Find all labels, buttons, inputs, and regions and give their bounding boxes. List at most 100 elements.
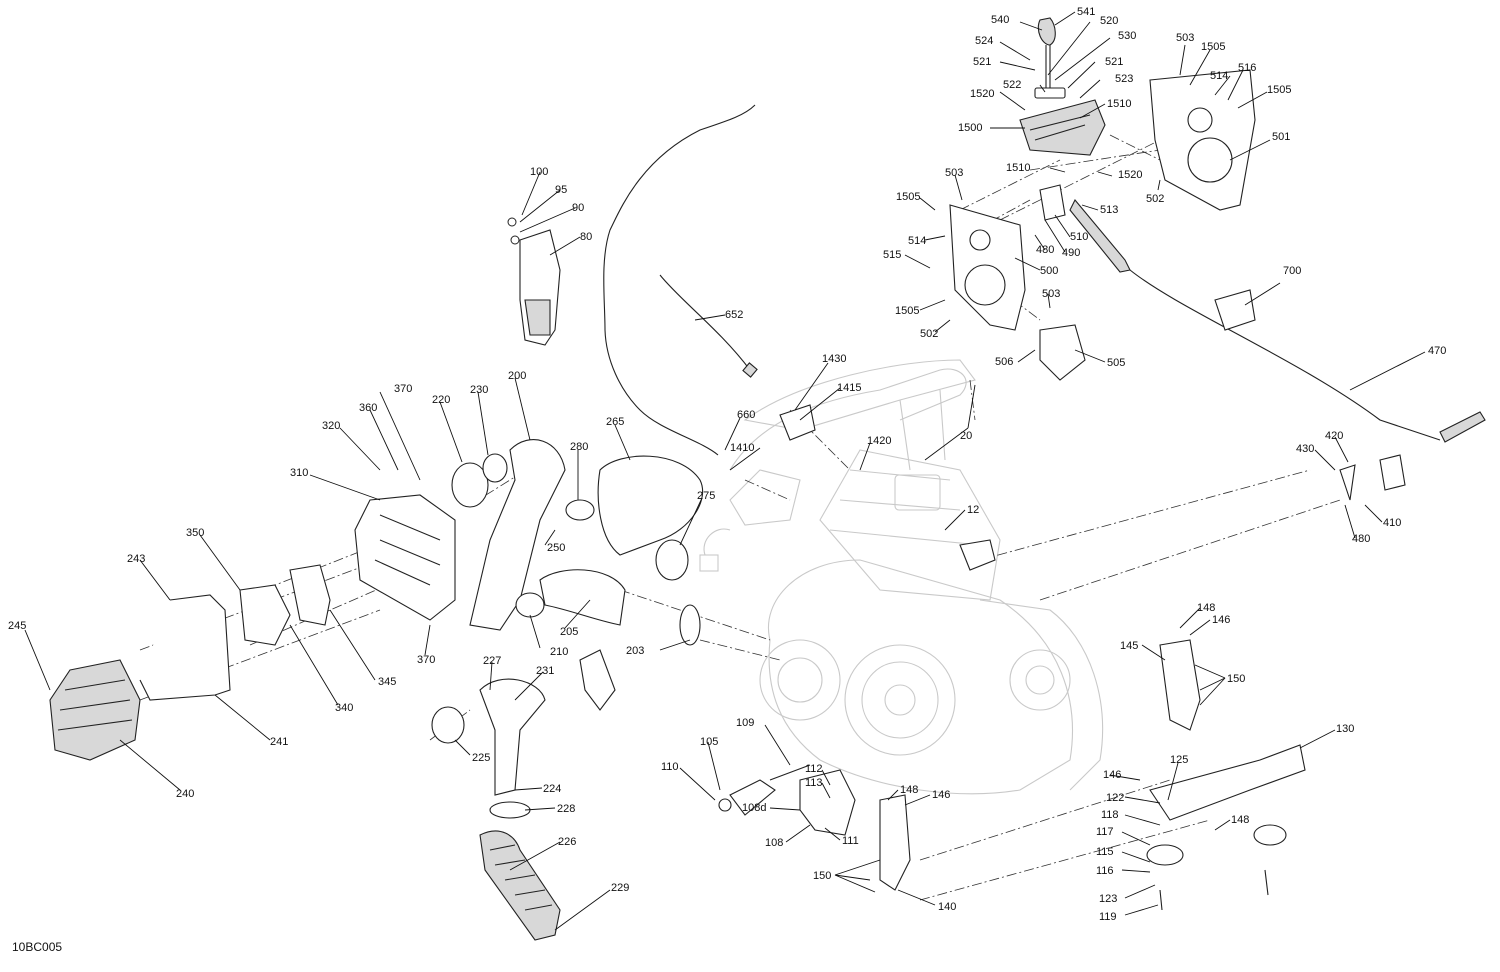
engine-ghost — [699, 359, 1104, 795]
callout-502: 502 — [1146, 193, 1164, 205]
callout-250: 250 — [547, 542, 565, 554]
callout-521: 521 — [973, 56, 991, 68]
callout-420: 420 — [1325, 430, 1343, 442]
callout-502: 502 — [920, 328, 938, 340]
callout-541: 541 — [1077, 6, 1095, 18]
callout-227: 227 — [483, 655, 501, 667]
callout-122: 122 — [1106, 792, 1124, 804]
callout-1505: 1505 — [896, 191, 920, 203]
callout-490: 490 — [1062, 247, 1080, 259]
callout-1505: 1505 — [1267, 84, 1291, 96]
callout-240: 240 — [176, 788, 194, 800]
callout-524: 524 — [975, 35, 993, 47]
callout-125: 125 — [1170, 754, 1188, 766]
callout-95: 95 — [555, 184, 567, 196]
callout-90: 90 — [572, 202, 584, 214]
callout-350: 350 — [186, 527, 204, 539]
callout-116: 116 — [1096, 865, 1114, 877]
callout-224: 224 — [543, 783, 561, 795]
callout-241: 241 — [270, 736, 288, 748]
callout-370: 370 — [417, 654, 435, 666]
callout-530: 530 — [1118, 30, 1136, 42]
callout-514: 514 — [1210, 70, 1228, 82]
callout-105: 105 — [700, 736, 718, 748]
callout-280: 280 — [570, 441, 588, 453]
callout-115: 115 — [1096, 846, 1114, 858]
lower-intake — [431, 678, 561, 941]
callout-226: 226 — [558, 836, 576, 848]
callout-205: 205 — [560, 626, 578, 638]
callout-100: 100 — [530, 166, 548, 178]
callout-506: 506 — [995, 356, 1013, 368]
callout-310: 310 — [290, 467, 308, 479]
callout-146: 146 — [1212, 614, 1230, 626]
callout-20: 20 — [960, 430, 972, 442]
callout-1510: 1510 — [1006, 162, 1030, 174]
callout-231: 231 — [536, 665, 554, 677]
callout-513: 513 — [1100, 204, 1118, 216]
callout-275: 275 — [697, 490, 715, 502]
callout-503: 503 — [1042, 288, 1060, 300]
callout-1510: 1510 — [1107, 98, 1131, 110]
callout-516: 516 — [1238, 62, 1256, 74]
throttle-cable — [603, 104, 758, 456]
callout-503: 503 — [1176, 32, 1194, 44]
callout-245: 245 — [8, 620, 26, 632]
callout-700: 700 — [1283, 265, 1301, 277]
callout-660: 660 — [737, 409, 755, 421]
callout-1410: 1410 — [730, 442, 754, 454]
callout-510: 510 — [1070, 231, 1088, 243]
callout-148: 148 — [1231, 814, 1249, 826]
callout-220: 220 — [432, 394, 450, 406]
callout-108: 108 — [765, 837, 783, 849]
callout-505: 505 — [1107, 357, 1125, 369]
callout-345: 345 — [378, 676, 396, 688]
callout-229: 229 — [611, 882, 629, 894]
callout-146: 146 — [1103, 769, 1121, 781]
callout-230: 230 — [470, 384, 488, 396]
callout-111: 111 — [842, 835, 859, 847]
callout-480: 480 — [1352, 533, 1370, 545]
callout-1520: 1520 — [970, 88, 994, 100]
callout-150: 150 — [813, 870, 831, 882]
callout-430: 430 — [1296, 443, 1314, 455]
callout-109: 109 — [736, 717, 754, 729]
callout-340: 340 — [335, 702, 353, 714]
callout-146: 146 — [932, 789, 950, 801]
callout-1505: 1505 — [1201, 41, 1225, 53]
callout-1430: 1430 — [822, 353, 846, 365]
intake-tubes — [451, 439, 704, 646]
callout-320: 320 — [322, 420, 340, 432]
bracket-80 — [507, 217, 561, 346]
callout-117: 117 — [1096, 826, 1114, 838]
callout-80: 80 — [580, 231, 592, 243]
callout-110: 110 — [661, 761, 679, 773]
callout-225: 225 — [472, 752, 490, 764]
callout-521: 521 — [1105, 56, 1123, 68]
airbox-assembly — [49, 494, 456, 761]
callout-210: 210 — [550, 646, 568, 658]
callout-123: 123 — [1099, 893, 1117, 905]
callout-130: 130 — [1336, 723, 1354, 735]
shifter-assembly — [949, 17, 1486, 501]
callout-243: 243 — [127, 553, 145, 565]
callout-228: 228 — [557, 803, 575, 815]
callout-108d: 108d — [742, 802, 766, 814]
callout-150: 150 — [1227, 673, 1245, 685]
callout-480: 480 — [1036, 244, 1054, 256]
callout-500: 500 — [1040, 265, 1058, 277]
callout-1415: 1415 — [837, 382, 861, 394]
callout-labels: 540 541 520 530 524 521 521 522 523 1520… — [8, 6, 1446, 923]
callout-470: 470 — [1428, 345, 1446, 357]
callout-410: 410 — [1383, 517, 1401, 529]
leader-lines — [24, 11, 1426, 931]
callout-503: 503 — [945, 167, 963, 179]
callout-12: 12 — [967, 504, 979, 516]
small-brackets — [579, 404, 996, 711]
callout-514: 514 — [908, 235, 926, 247]
callout-360: 360 — [359, 402, 377, 414]
callout-501: 501 — [1272, 131, 1290, 143]
callout-1520: 1520 — [1118, 169, 1142, 181]
callout-148: 148 — [900, 784, 918, 796]
